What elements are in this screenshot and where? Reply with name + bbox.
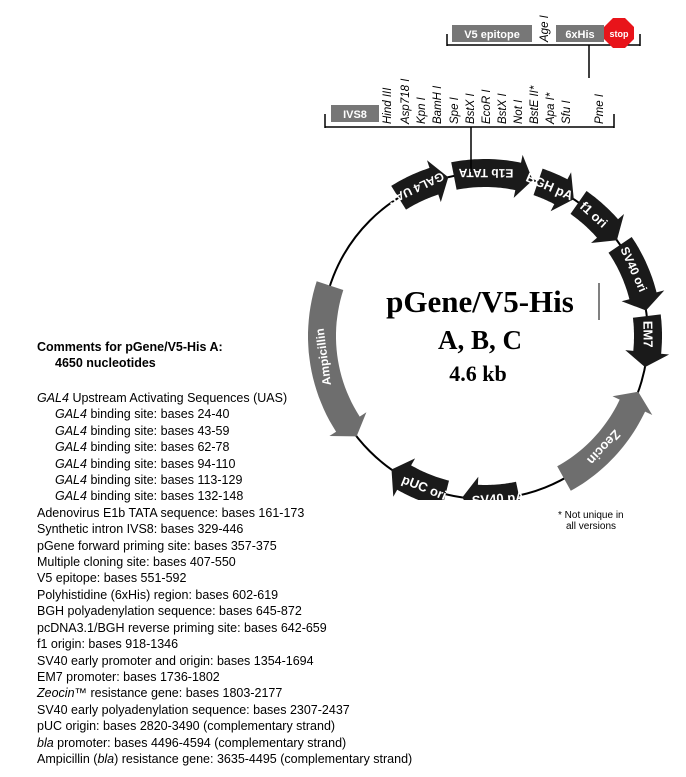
site-age-i: Age I [539,14,551,43]
feature-item: GAL4 binding site: bases 113-129 [55,473,243,488]
feature-item: GAL4 Upstream Activating Sequences (UAS) [37,391,288,405]
site-asp718-i: Asp718 I [400,78,412,125]
feature-item: EM7 promoter: bases 1736-1802 [37,669,220,684]
v5-epitope-label: V5 epitope [464,29,520,41]
site-apa-i-: Apa I* [545,92,557,125]
feature-item: Polyhistidine (6xHis) region: bases 602-… [37,587,279,602]
stop-label: stop [610,29,630,39]
arrow-label-em7: EM7 [640,321,655,348]
feature-gene-name: Zeocin [37,686,75,701]
feature-item: Ampicillin (bla) resistance gene: 3635-4… [37,751,413,766]
footnote: * Not unique in all versions [558,510,624,532]
feature-gene-name: GAL4 [55,473,87,488]
arrow-shape-em7 [625,314,670,368]
site-not-i: Not I [513,99,525,124]
arrow-shape-ampicillin [308,281,367,437]
mcs-bracket [324,114,615,172]
v5-epitope-box [452,25,532,42]
arrow-f1-ori: f1 ori [570,191,624,243]
feature-item: BGH polyadenylation sequence: bases 645-… [37,604,302,619]
feature-gene-name: GAL4 [55,456,87,471]
site-spe-i: Spe I [449,96,461,124]
feature-item: V5 epitope: bases 551-592 [37,571,187,586]
site-ecor-i: EcoR I [481,89,493,124]
feature-item: pcDNA3.1/BGH reverse priming site: bases… [37,620,327,635]
feature-item: GAL4 binding site: bases 24-40 [55,407,230,422]
his-tag-box [556,25,604,42]
site-bstx-i: BstX I [497,93,509,124]
feature-item: GAL4 binding site: bases 62-78 [55,440,230,455]
arrow-em7: EM7 [625,314,670,368]
arrow-shape-zeocin [557,391,653,491]
feature-gene-name: bla [37,735,54,750]
stop-sign-icon [604,18,634,48]
arrow-e1b-tata: E1b TATA [451,154,533,198]
feature-item: pUC origin: bases 2820-3490 (complementa… [37,719,336,734]
feature-list: GAL4 Upstream Activating Sequences (UAS)… [37,390,457,767]
site-bstx-i: BstX I [465,93,477,124]
feature-gene-name: GAL4 [55,423,87,438]
arrow-shape-gal4-uas [391,160,449,210]
map-title: pGene/V5-His [386,284,574,319]
site-pme-i: Pme I [594,93,606,124]
feature-gene-name: GAL4 [55,489,87,504]
site-sfu-i: Sfu I [561,100,573,124]
arrow-shape-sv40-ori [608,237,665,311]
site-bamh-i: BamH I [432,85,444,124]
ivs8-box [331,105,379,122]
feature-item: SV40 early polyadenylation sequence: bas… [37,702,350,717]
feature-item: GAL4 binding site: bases 132-148 [55,489,244,504]
site-hind-iii: Hind III [382,87,394,124]
ivs8-label: IVS8 [343,109,367,121]
feature-item: SV40 early promoter and origin: bases 13… [37,653,314,668]
arrow-shape-puc-ori [391,458,449,500]
feature-item: Synthetic intron IVS8: bases 329-446 [37,522,244,537]
nucleotide-count: 4650 nucleotides [55,356,156,370]
footnote-line-2: all versions [566,521,617,532]
feature-item: f1 origin: bases 918-1346 [37,637,179,652]
feature-gene-name: GAL4 [55,440,87,455]
feature-item: Adenovirus E1b TATA sequence: bases 161-… [37,505,305,520]
arrow-shape-f1-ori [570,191,624,243]
feature-item: pGene forward priming site: bases 357-37… [37,538,277,553]
arrow-ampicillin: Ampicillin [308,281,367,437]
arrow-label-e1b-tata: E1b TATA [458,166,513,180]
map-size: 4.6 kb [449,361,506,386]
map-subtitle: A, B, C [438,325,522,355]
site-bste-ii-: BstE II* [529,85,541,124]
feature-gene-name: GAL4 [55,407,87,422]
arrow-label-sv40-pa: SV40 pA [471,489,525,500]
arrow-shape-bgh-pa [533,168,574,212]
site-kpn-i: Kpn I [416,96,428,124]
arrow-bgh-pa: BGH pA [524,168,576,212]
feature-gene-name: GAL4 [37,391,69,405]
arrow-sv40-ori: SV40 ori [608,237,665,311]
feature-item: bla promoter: bases 4496-4594 (complemen… [37,735,347,750]
feature-item: Zeocin™ resistance gene: bases 1803-2177 [37,686,283,701]
arrow-zeocin: Zeocin [557,391,653,491]
feature-item: Multiple cloning site: bases 407-550 [37,555,236,570]
feature-item: GAL4 binding site: bases 94-110 [55,456,236,471]
his-tag-label: 6xHis [565,29,594,41]
epitope-bracket [446,34,641,78]
arrow-sv40-pa: SV40 pA [462,476,526,500]
feature-item: GAL4 binding site: bases 43-59 [55,423,230,438]
feature-gene-name: bla [97,751,115,766]
comments-title: Comments for pGene/V5-His A: [37,340,223,354]
arrow-shape-sv40-pa [462,476,520,500]
arrow-gal4-uas: GAL4 UAS [385,160,449,210]
restriction-sites: Hind III Asp718 I Kpn I BamH I Spe I BstX I Ec… [382,78,573,125]
comments-panel: Comments for pGene/V5-His A: 4650 nucleo… [37,340,457,767]
footnote-line-1: * Not unique in [558,510,624,521]
